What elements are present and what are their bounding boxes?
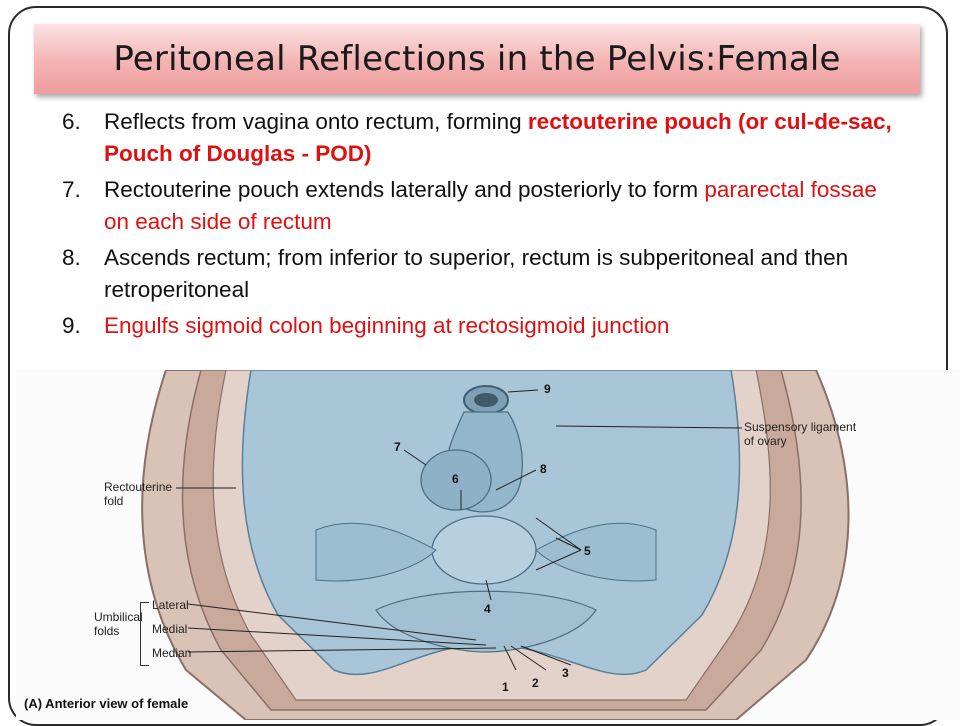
bullet-text: Reflects from vagina onto rectum, formin…: [104, 106, 902, 170]
bullet-item: 7. Rectouterine pouch extends laterally a…: [62, 174, 902, 238]
figure-number-8: 8: [540, 462, 547, 476]
figure-number-6: 6: [452, 472, 459, 486]
bullet-number: 8.: [62, 245, 81, 270]
rectouterine-fold-label: Rectouterine fold: [104, 480, 173, 508]
title-bar: Peritoneal Reflections in the Pelvis:Fem…: [34, 24, 920, 94]
bullet-text-part: rectouterine pouch (or cul-de-sac, Pouch…: [104, 109, 892, 166]
suspensory-ligament-label: Suspensory ligament of ovary: [744, 420, 857, 448]
median-fold-label: Median: [152, 646, 192, 660]
bullet-text-part: Reflects from vagina onto rectum, formin…: [104, 109, 528, 134]
figure-number-1: 1: [502, 680, 509, 694]
bullet-number: 9.: [62, 313, 81, 338]
figure-number-7: 7: [394, 440, 401, 454]
figure-number-9: 9: [544, 382, 551, 396]
bullet-item: 8. Ascends rectum; from inferior to super…: [62, 242, 902, 306]
bullet-number: 6.: [62, 109, 81, 134]
figure-number-2: 2: [532, 676, 539, 690]
lateral-fold-label: Lateral: [152, 598, 189, 612]
anatomy-figure: 9 7 8 6 5 4 1 2 3 Suspensory ligament of…: [16, 370, 960, 720]
figure-number-5: 5: [584, 544, 591, 558]
umbilical-folds-label: Umbilical folds: [94, 610, 143, 638]
bullet-item: 6. Reflects from vagina onto rectum, form…: [62, 106, 902, 170]
figure-number-4: 4: [484, 602, 491, 616]
bullet-text-part: Ascends rectum; from inferior to superio…: [104, 245, 849, 302]
pelvis-illustration: [141, 370, 850, 720]
bullet-number: 7.: [62, 177, 81, 202]
bullet-item: 9. Engulfs sigmoid colon beginning at rec…: [62, 310, 902, 342]
figure-number-3: 3: [562, 666, 569, 680]
bullet-text-part: Rectouterine pouch extends laterally and…: [104, 177, 705, 202]
bullet-text: Engulfs sigmoid colon beginning at recto…: [104, 310, 902, 342]
umbilical-bracket: [140, 602, 149, 666]
medial-fold-label: Medial: [152, 622, 188, 636]
bullet-text-part: pararectal fossae on each side of rectum: [104, 177, 877, 234]
bullet-text: Ascends rectum; from inferior to superio…: [104, 242, 902, 306]
bullet-list: 6. Reflects from vagina onto rectum, form…: [62, 106, 902, 346]
bullet-text: Rectouterine pouch extends laterally and…: [104, 174, 902, 238]
figure-caption: (A) Anterior view of female: [24, 696, 189, 711]
bullet-text-part: Engulfs sigmoid colon beginning at recto…: [104, 313, 670, 338]
slide-title: Peritoneal Reflections in the Pelvis:Fem…: [113, 39, 841, 79]
